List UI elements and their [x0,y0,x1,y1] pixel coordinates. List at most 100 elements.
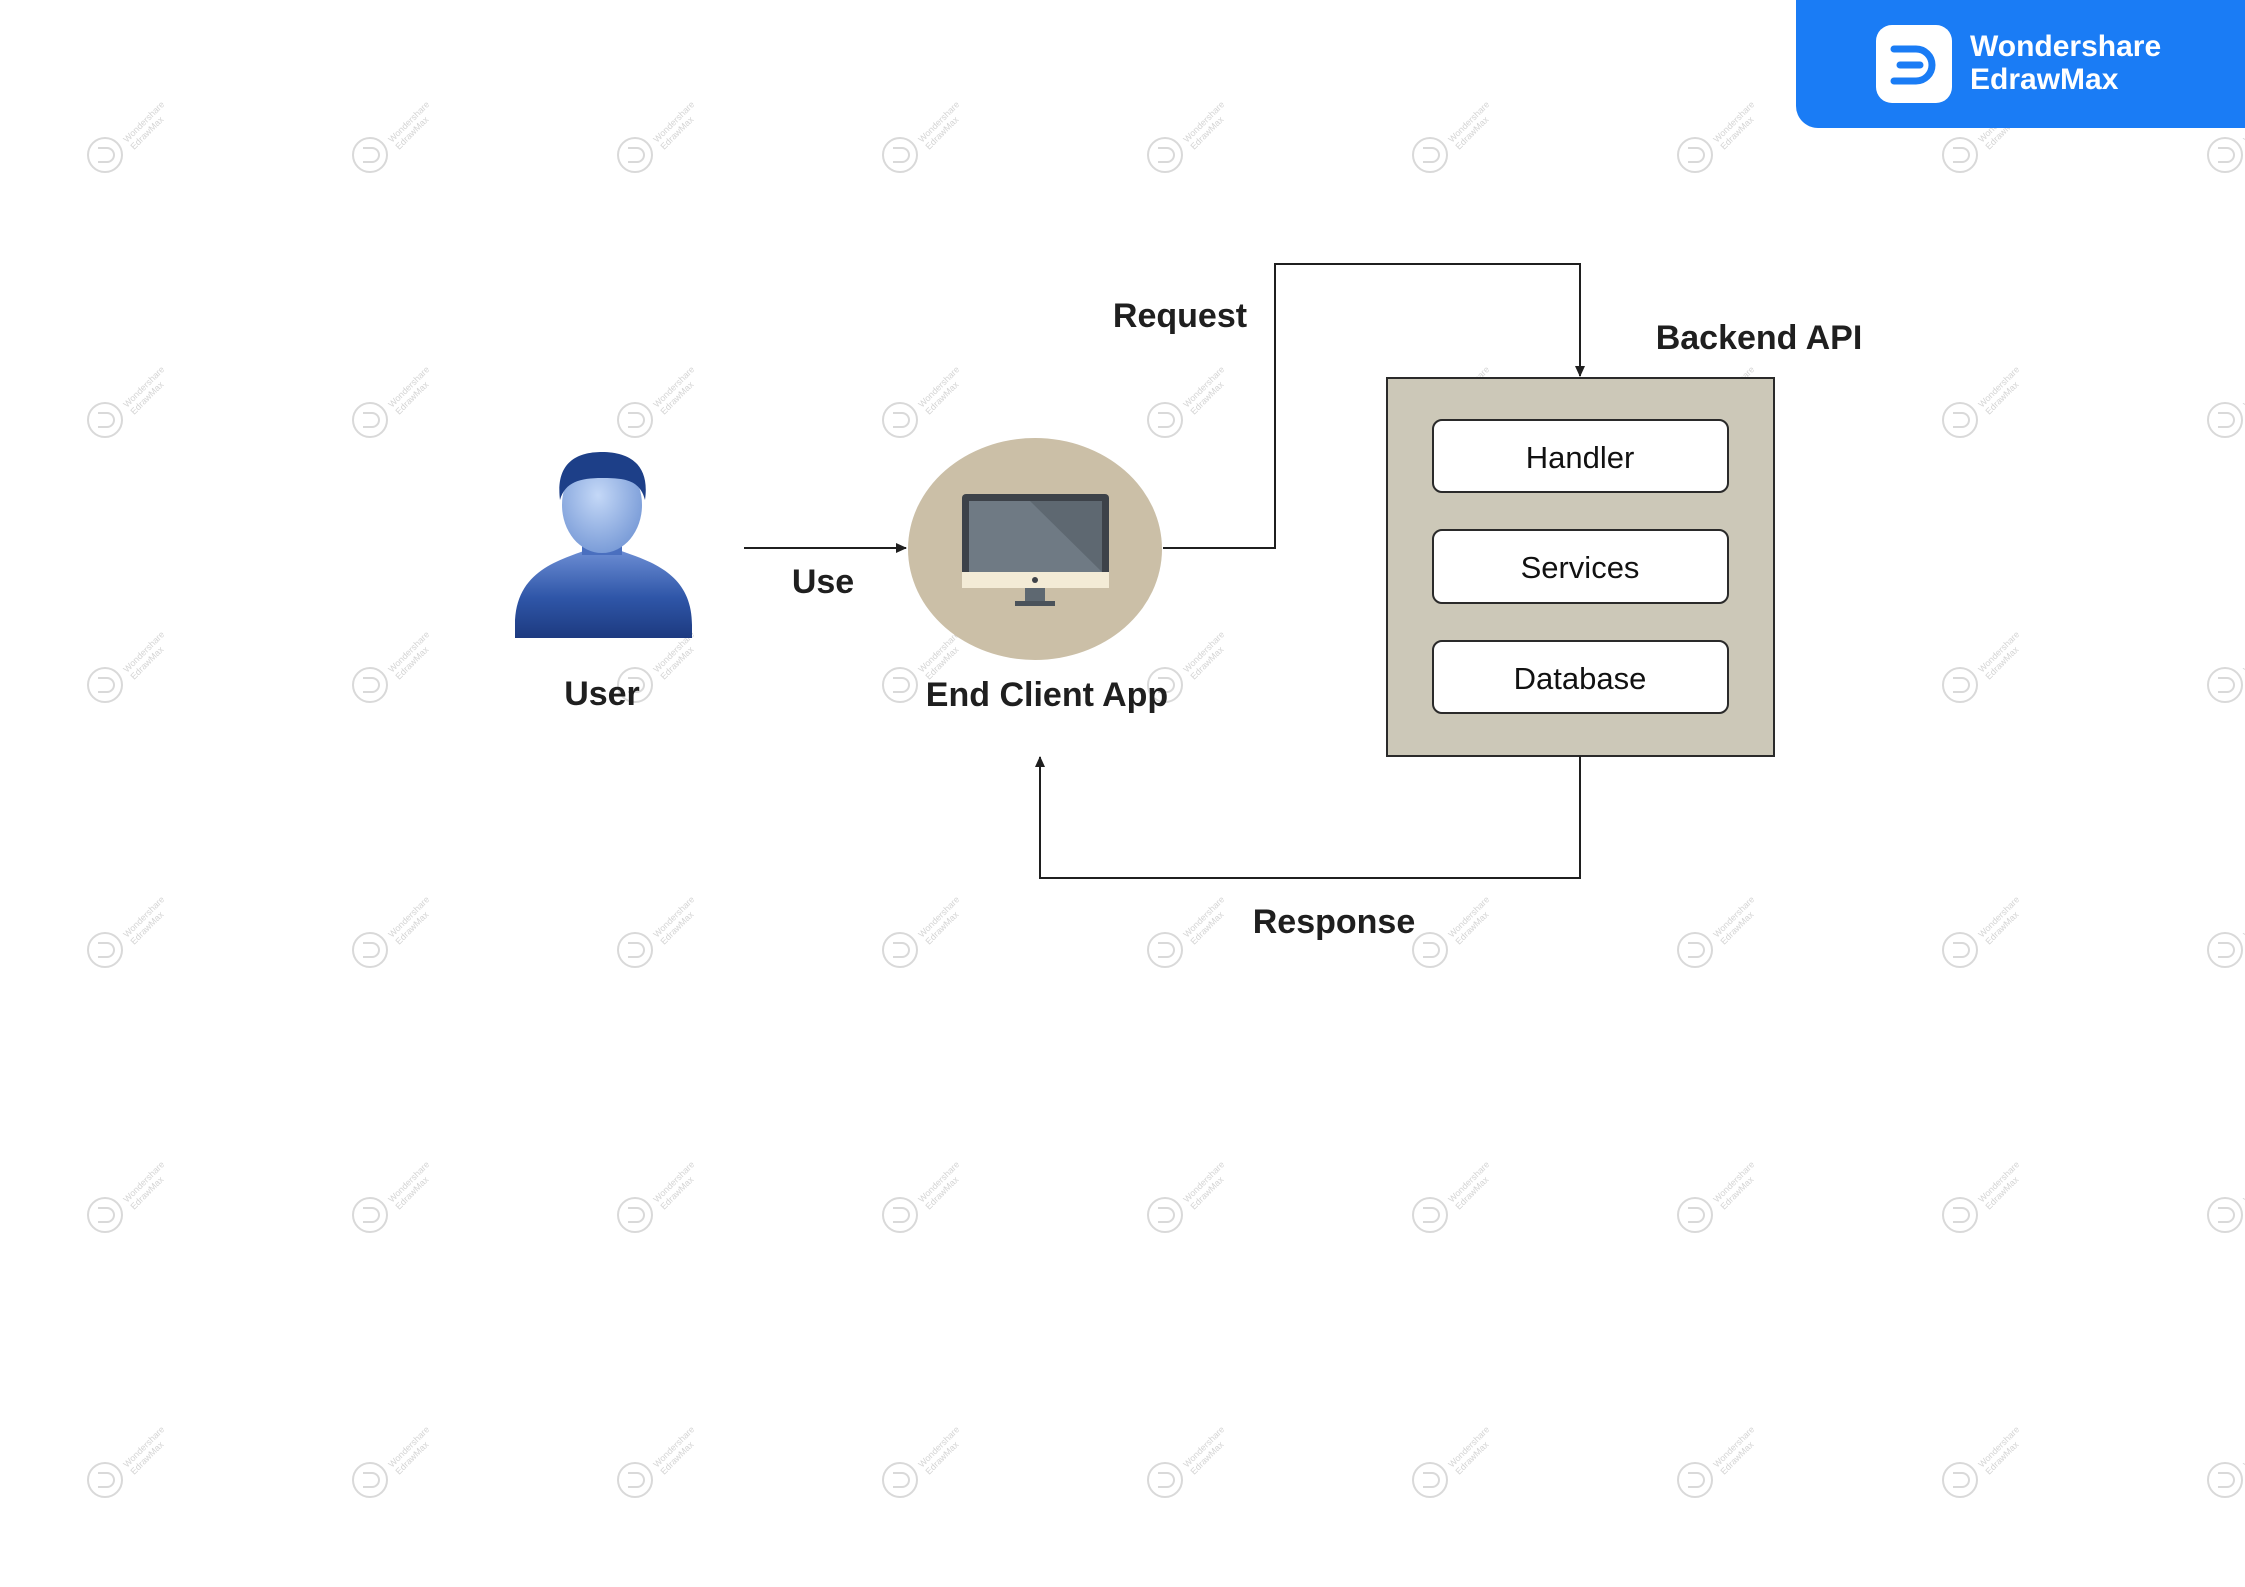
user-label: User [564,675,640,713]
handler-label: Handler [1526,440,1635,475]
watermark-text: WondershareEdrawMax [2241,364,2245,416]
watermark-text: WondershareEdrawMax [2241,894,2245,946]
watermark-tile: WondershareEdrawMax [882,894,968,968]
watermark-text: WondershareEdrawMax [916,99,968,151]
watermark-tile: WondershareEdrawMax [1412,894,1498,968]
watermark-text: WondershareEdrawMax [386,629,438,681]
monitor-icon [962,494,1109,606]
watermark-tile: WondershareEdrawMax [1942,1159,2028,1233]
watermark-tile: WondershareEdrawMax [1147,1424,1233,1498]
watermark-tile: WondershareEdrawMax [87,1424,173,1498]
watermark-tile: WondershareEdrawMax [1147,894,1233,968]
watermark-tile: WondershareEdrawMax [617,1159,703,1233]
watermark-tile: WondershareEdrawMax [882,99,968,173]
watermark-text: WondershareEdrawMax [1181,99,1233,151]
watermark-tile: WondershareEdrawMax [2207,629,2245,703]
backend-label: Backend API [1656,319,1863,357]
watermark-text: WondershareEdrawMax [916,894,968,946]
watermark-text: WondershareEdrawMax [386,1159,438,1211]
services-label: Services [1521,550,1640,585]
watermark-text: WondershareEdrawMax [1711,99,1763,151]
watermark-text: WondershareEdrawMax [386,99,438,151]
request-edge: Request [1113,263,1585,549]
watermark-text: WondershareEdrawMax [916,1159,968,1211]
watermark-text: WondershareEdrawMax [1446,894,1498,946]
watermark-tile: WondershareEdrawMax [1412,1159,1498,1233]
watermark-tile: WondershareEdrawMax [352,629,438,703]
watermark-text: WondershareEdrawMax [121,99,173,151]
watermark-tile: WondershareEdrawMax [352,1159,438,1233]
watermark-tile: WondershareEdrawMax [617,99,697,173]
backend-item-services[interactable]: Services [1432,529,1729,604]
watermark-text: WondershareEdrawMax [1976,364,2028,416]
use-edge: Use [744,543,907,601]
watermark-tile: WondershareEdrawMax [1147,99,1233,173]
client-node[interactable]: End Client App [908,438,1168,714]
watermark-tile: WondershareEdrawMax [87,629,173,703]
edrawmax-logo-icon [1876,25,1952,103]
watermark-text: WondershareEdrawMax [1181,1424,1233,1476]
edrawmax-wordmark: Wondershare EdrawMax [1970,30,2161,96]
watermark-text: WondershareEdrawMax [1181,1159,1233,1211]
user-node[interactable]: User [515,452,692,713]
watermark-tile: WondershareEdrawMax [1942,894,2028,968]
watermark-text: WondershareEdrawMax [2241,1159,2245,1211]
use-label: Use [792,563,854,601]
watermark-text: WondershareEdrawMax [651,1424,703,1476]
watermark-tile: WondershareEdrawMax [352,894,438,968]
watermark-tile: WondershareEdrawMax [1677,1159,1763,1233]
watermark-tile: WondershareEdrawMax [2207,364,2245,438]
database-label: Database [1514,661,1647,696]
watermark-text: WondershareEdrawMax [1976,1159,2028,1211]
watermark-tile: WondershareEdrawMax [1942,629,2028,703]
watermark-tile: WondershareEdrawMax [352,364,432,438]
watermark-tile: WondershareEdrawMax [1147,1159,1233,1233]
watermark-tile: WondershareEdrawMax [617,1424,703,1498]
backend-item-database[interactable]: Database [1432,640,1729,714]
watermark-tile: WondershareEdrawMax [2207,1424,2245,1498]
client-label: End Client App [926,676,1168,714]
watermark-tile: WondershareEdrawMax [882,1159,968,1233]
watermark-tile: WondershareEdrawMax [1942,364,2028,438]
backend-item-handler[interactable]: Handler [1432,419,1729,493]
watermark-tile: WondershareEdrawMax [87,894,167,968]
watermark-text: WondershareEdrawMax [916,364,968,416]
watermark-text: WondershareEdrawMax [1976,629,2028,681]
watermark-tile: WondershareEdrawMax [352,99,438,173]
watermark-text: WondershareEdrawMax [916,1424,968,1476]
watermark-text: WondershareEdrawMax [1711,1424,1763,1476]
watermark-tile: WondershareEdrawMax [352,1424,438,1498]
watermark-tile: WondershareEdrawMax [882,364,968,438]
watermark-tile: WondershareEdrawMax [1412,99,1498,173]
watermark-text: WondershareEdrawMax [651,894,703,946]
watermark-text: WondershareEdrawMax [1181,364,1233,416]
user-avatar-icon [515,452,692,638]
brand-line-1: Wondershare [1970,30,2162,63]
brand-line-2: EdrawMax [1970,63,2119,96]
watermark-text: WondershareEdrawMax [1711,894,1763,946]
watermark-text: WondershareEdrawMax [1181,894,1233,946]
watermark-text: WondershareEdrawMax [1976,894,2028,946]
watermark-text: WondershareEdrawMax [1446,1159,1498,1211]
watermark-tile: WondershareEdrawMax [617,894,703,968]
watermark-text: WondershareEdrawMax [121,1159,173,1211]
backend-node[interactable]: Backend API Handler Services Database [1386,319,1863,757]
watermark-text: WondershareEdrawMax [1446,99,1498,151]
response-label: Response [1253,903,1416,941]
watermark-text: WondershareEdrawMax [1711,1159,1763,1211]
edrawmax-badge[interactable]: Wondershare EdrawMax [1796,0,2245,128]
watermark-tile: WondershareEdrawMax [87,99,173,173]
watermark-tile: WondershareEdrawMax [87,364,167,438]
watermark-tile: WondershareEdrawMax [1677,1424,1763,1498]
watermark-text: WondershareEdrawMax [1446,1424,1498,1476]
watermark-tile: WondershareEdrawMax [882,1424,968,1498]
watermark-text: WondershareEdrawMax [651,364,703,416]
watermark-text: WondershareEdrawMax [121,629,173,681]
watermark-text: WondershareEdrawMax [386,894,438,946]
watermark-tile: WondershareEdrawMax [1412,1424,1498,1498]
watermark-text: WondershareEdrawMax [121,1424,173,1476]
watermark-text: WondershareEdrawMax [651,1159,703,1211]
watermark-text: WondershareEdrawMax [386,1424,438,1476]
response-edge: Response [1035,756,1581,941]
request-label: Request [1113,297,1247,335]
